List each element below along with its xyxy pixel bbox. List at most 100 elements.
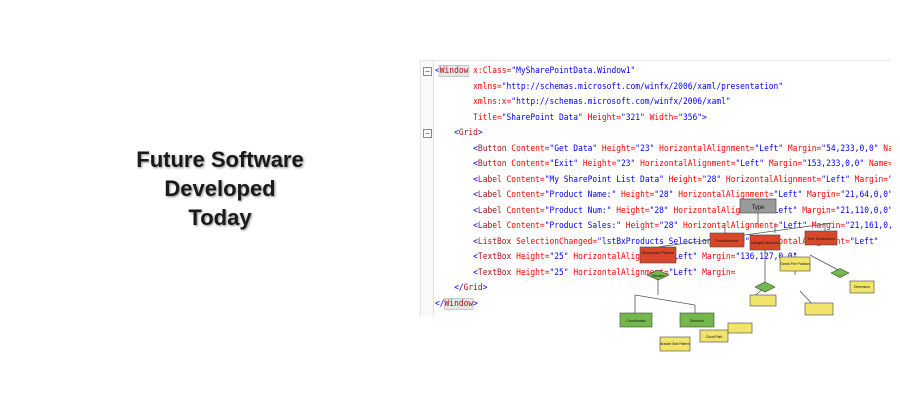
code-token: HorizontalAlignment= (654, 143, 755, 154)
code-token: < (435, 190, 478, 200)
code-token: "21,12,0,0" (888, 175, 891, 185)
code-token: "54,233,0,0" (821, 143, 879, 154)
code-line: Title="SharePoint Data" Height="321" Wid… (435, 111, 891, 127)
code-token: < (435, 66, 440, 76)
code-token: HorizontalAlignment= (635, 159, 736, 169)
flowchart-label: Bracket Side Pattern (660, 342, 689, 346)
code-token: Title= (435, 112, 502, 123)
code-line: <Label Content="Product Sales:" Height="… (435, 219, 891, 235)
code-token: "28" (702, 174, 722, 185)
code-token: Margin= (806, 221, 846, 231)
flowchart-node (699, 329, 729, 343)
code-line: xmlns="http://schemas.microsoft.com/winf… (435, 80, 891, 96)
code-line: <Button Content="Exit" Height="23" Horiz… (435, 157, 891, 173)
code-token: Height= (616, 190, 655, 200)
code-token: Grid (458, 128, 478, 138)
code-token: "SharePoint Data" (501, 112, 583, 123)
code-token: Window (438, 65, 470, 77)
code-token: "Left" (668, 267, 698, 278)
code-token: HorizontalAlignment= (673, 190, 774, 200)
code-token: Content= (506, 143, 550, 154)
flowchart-node (727, 322, 753, 334)
flowchart-label: Touchscreen (716, 238, 739, 243)
code-token: Width= (644, 112, 679, 123)
code-token: Content= (501, 205, 545, 216)
code-token: < (435, 205, 478, 216)
flowchart-label: Dimension (854, 285, 870, 289)
code-token: "28" (659, 221, 679, 231)
code-token: "Left" (778, 221, 807, 231)
code-token: "Left" (735, 159, 765, 169)
code-token: Content= (501, 221, 545, 231)
code-token: > (473, 298, 478, 309)
code-token: "Left" (821, 174, 850, 185)
code-token: Name= (864, 159, 891, 169)
code-token: "356" (678, 112, 703, 123)
code-token: "321" (620, 112, 645, 123)
code-token: Height= (611, 205, 650, 216)
flowchart-label: Selection (651, 274, 664, 278)
code-token: "Left" (754, 143, 784, 154)
flowchart-node (849, 280, 875, 294)
flowchart-label: Text Dimension (807, 236, 834, 241)
code-token: Margin= (802, 190, 841, 200)
code-token: </ (435, 298, 445, 309)
flowchart-node (659, 336, 691, 352)
flowchart-node (804, 230, 838, 246)
flowchart-node (639, 246, 677, 264)
code-line: </Window> (435, 297, 891, 313)
flowchart-node (619, 312, 653, 328)
code-token: "23" (635, 143, 655, 154)
code-token: "28" (649, 205, 669, 216)
code-token: "153,233,0,0" (802, 159, 865, 169)
code-token: < (435, 143, 478, 154)
code-token: xmlns= (435, 81, 502, 92)
flowchart-label: Direction (690, 319, 704, 323)
code-token: TextBox (477, 252, 512, 262)
flowchart-node (749, 294, 777, 307)
flowchart-label: Gears Fire Position (780, 262, 809, 266)
code-token: < (435, 236, 478, 247)
code-token: Height= (620, 221, 660, 231)
code-line: <Button Content="Get Data" Height="23" H… (435, 142, 891, 158)
code-token: Button (477, 143, 507, 154)
code-token: Label (477, 221, 502, 231)
code-token: HorizontalAlignment= (721, 174, 822, 185)
code-token: </ (435, 283, 464, 293)
code-line: <Label Content="Product Num:" Height="28… (435, 204, 891, 220)
code-token: "28" (654, 190, 674, 200)
code-token: Name= (883, 143, 891, 154)
code-token: Height= (511, 267, 550, 278)
code-token: TextBox (477, 267, 512, 278)
flowchart-node (709, 232, 745, 248)
code-token: "http://schemas.microsoft.com/winfx/2006… (511, 97, 731, 107)
flowchart-label: Cloud Path (706, 335, 723, 339)
code-token: "Exit" (549, 159, 579, 169)
flowchart-label: Coordinates (626, 319, 646, 323)
xaml-code: <Window x:Class="MySharePointData.Window… (435, 64, 891, 312)
code-token: Height= (663, 174, 703, 185)
code-token: Height= (582, 112, 621, 123)
code-token: HorizontalAlignment= (668, 205, 769, 216)
code-token: < (435, 221, 478, 231)
flowchart-connector (809, 254, 841, 272)
flowchart-top-node (739, 198, 777, 214)
code-token: Margin= (849, 174, 889, 185)
code-token: "Get Data" (549, 143, 598, 154)
headline-line-3: Today (188, 205, 252, 230)
code-line: </Grid> (435, 281, 891, 297)
code-token: > (702, 112, 707, 123)
fold-collapse-icon: − (423, 67, 432, 76)
code-token: "23" (616, 159, 636, 169)
code-token: x:Class= (468, 66, 512, 76)
code-token: "25" (549, 252, 569, 262)
flowchart-decision (646, 269, 670, 281)
code-token: HorizontalAlignment= (568, 267, 669, 278)
code-line: xmlns:x="http://schemas.microsoft.com/wi… (435, 95, 891, 111)
flowchart-node (804, 302, 834, 316)
flowchart-node (749, 234, 781, 251)
code-token: Margin= (697, 252, 736, 262)
code-token: HorizontalAlignment= (678, 221, 779, 231)
code-token: "Left" (768, 205, 798, 216)
